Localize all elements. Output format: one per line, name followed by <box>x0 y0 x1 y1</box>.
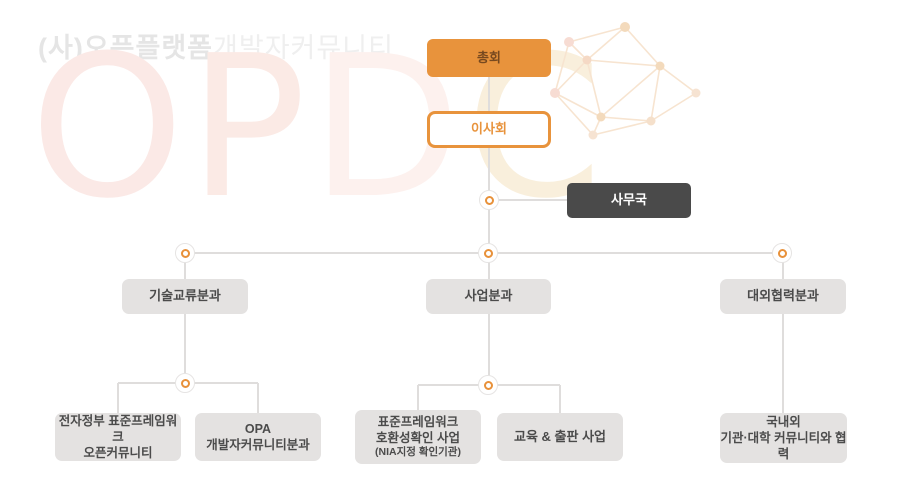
node-general-assembly: 총회 <box>427 39 551 77</box>
node-secretariat-label: 사무국 <box>611 192 647 208</box>
node-general-assembly-label: 총회 <box>477 49 501 65</box>
connector-division-3-drop <box>782 262 784 279</box>
node-division-tech-exchange: 기술교류분과 <box>122 279 248 314</box>
node-unit-compatibility-line2: 호환성확인 사업 <box>376 431 460 446</box>
node-division-external: 대외협력분과 <box>720 279 846 314</box>
node-unit-education-publishing-label: 교육 & 출판 사업 <box>514 428 606 444</box>
node-board-label: 이사회 <box>471 121 507 137</box>
connector-div2-children <box>488 314 490 376</box>
connector-div1-children <box>184 314 186 374</box>
junction-dot-division-2 <box>478 243 498 263</box>
company-watermark-bold: (사)오픈플랫폼 <box>38 33 214 63</box>
company-watermark-light: 개발자커뮤니티 <box>213 33 394 63</box>
junction-dot-division-1 <box>175 243 195 263</box>
node-unit-cooperation: 국내외 기관·대학 커뮤니티와 협력 <box>720 413 847 463</box>
node-unit-cooperation-line1: 국내외 <box>766 414 801 429</box>
node-unit-egov-framework-line2: 오픈커뮤니티 <box>83 446 153 461</box>
node-unit-egov-framework-line1: 전자정부 표준프레임워크 <box>58 413 178 444</box>
junction-dot-div2-children <box>478 375 498 395</box>
connector-unit-3-drop <box>417 385 419 410</box>
node-unit-opa: OPA 개발자커뮤니티분과 <box>195 413 321 461</box>
connector-unit-1-drop <box>117 383 119 413</box>
company-watermark-title: (사)오픈플랫폼개발자커뮤니티 <box>38 26 394 65</box>
node-division-tech-exchange-label: 기술교류분과 <box>149 288 221 304</box>
node-unit-compatibility-note: (NIA지정 확인기관) <box>375 446 461 459</box>
connector-unit-2-drop <box>257 383 259 413</box>
connector-unit-4-drop <box>559 385 561 413</box>
node-board: 이사회 <box>427 111 551 148</box>
connector-division-2-drop <box>488 262 490 279</box>
node-unit-compatibility-line1: 표준프레임워크 <box>377 414 459 429</box>
node-unit-cooperation-line2: 기관·대학 커뮤니티와 협력 <box>720 430 847 462</box>
node-division-business-label: 사업분과 <box>464 288 513 304</box>
connector-div3-children <box>782 314 784 413</box>
node-secretariat: 사무국 <box>567 183 691 218</box>
node-unit-opa-line1: OPA <box>244 421 272 436</box>
connector-division-1-drop <box>184 262 186 279</box>
network-polyhedron-icon <box>550 22 701 140</box>
junction-dot-division-3 <box>772 243 792 263</box>
node-unit-compatibility: 표준프레임워크 호환성확인 사업 (NIA지정 확인기관) <box>355 410 481 464</box>
node-unit-egov-framework: 전자정부 표준프레임워크 오픈커뮤니티 <box>55 413 181 461</box>
node-unit-opa-line2: 개발자커뮤니티분과 <box>206 438 310 452</box>
opdc-letter-o: O <box>30 14 189 242</box>
connector-secretariat <box>499 199 567 201</box>
junction-dot-div1-children <box>175 373 195 393</box>
node-division-external-label: 대외협력분과 <box>747 288 819 304</box>
junction-dot-secretariat <box>479 190 499 210</box>
connector-assembly-board <box>488 77 490 111</box>
node-division-business: 사업분과 <box>426 279 551 314</box>
node-unit-education-publishing: 교육 & 출판 사업 <box>497 413 623 461</box>
opdc-letter-p: P <box>188 14 311 242</box>
